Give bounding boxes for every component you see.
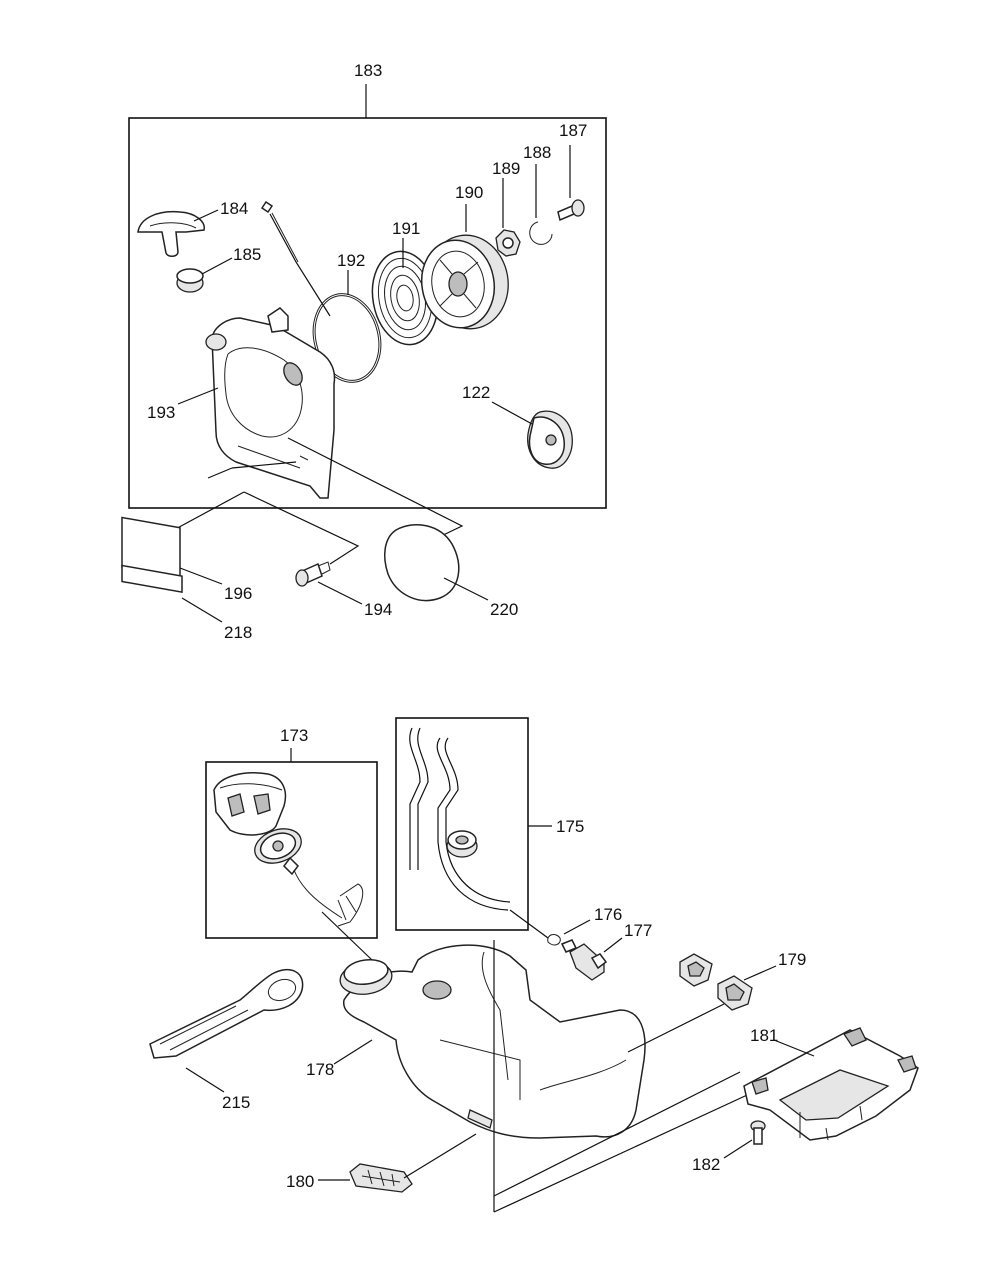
handle-grommet: [176, 268, 204, 293]
callout-187: 187: [559, 121, 587, 140]
retainer-clip: [529, 221, 553, 245]
callout-220: 220: [490, 600, 518, 619]
rope-reel: [420, 234, 509, 330]
hose-clip: [547, 934, 561, 946]
callout-196: 196: [224, 584, 252, 603]
callout-178: 178: [306, 1060, 334, 1079]
hose-grommet: [446, 830, 478, 858]
callout-180: 180: [286, 1172, 314, 1191]
fuel-filter: [560, 939, 608, 981]
callout-193: 193: [147, 403, 175, 422]
spring-ring: [312, 293, 382, 383]
callout-179: 179: [778, 950, 806, 969]
housing-bolt: [295, 561, 331, 587]
callout-173: 173: [280, 726, 308, 745]
rubber-mount-b: [717, 975, 753, 1011]
fuel-hose-b: [436, 737, 509, 911]
callout-189: 189: [492, 159, 520, 178]
cap-strainer: [254, 828, 364, 927]
fuel-cap-group: 173: [205, 726, 378, 961]
starter-handle: [137, 210, 205, 257]
callout-188: 188: [523, 143, 551, 162]
callout-218: 218: [224, 623, 252, 642]
callout-122: 122: [462, 383, 490, 402]
tank-gasket: [149, 969, 304, 1059]
callout-176: 176: [594, 905, 622, 924]
callout-182: 182: [692, 1155, 720, 1174]
callout-181: 181: [750, 1026, 778, 1045]
callout-185: 185: [233, 245, 261, 264]
name-plate: [121, 564, 183, 593]
bracket-bolt: [750, 1120, 766, 1145]
callout-175: 175: [556, 817, 584, 836]
starter-rope: [260, 200, 331, 317]
callout-184: 184: [220, 199, 248, 218]
callout-191: 191: [392, 219, 420, 238]
reel-screw: [557, 199, 585, 222]
filter-sheet: [383, 523, 460, 602]
callout-192: 192: [337, 251, 365, 270]
starter-housing: [205, 307, 336, 499]
fuel-hose-group: 175: [395, 717, 584, 931]
fuel-hose-box: [395, 717, 529, 931]
callout-190: 190: [455, 183, 483, 202]
rubber-mount-a: [679, 953, 713, 987]
callout-194: 194: [364, 600, 392, 619]
fuel-hose-a: [409, 727, 421, 870]
tank-bracket: [743, 1027, 919, 1141]
callout-177: 177: [624, 921, 652, 940]
rubber-cushion: [349, 1163, 413, 1193]
starter-assembly-box: [128, 117, 607, 509]
starter-pulley: [527, 410, 573, 469]
starter-assembly-group: 183 184 185 192: [128, 61, 607, 565]
callout-183: 183: [354, 61, 382, 80]
ratchet-pawl: [495, 229, 521, 257]
callout-215: 215: [222, 1093, 250, 1112]
fuel-cap: [213, 772, 287, 836]
